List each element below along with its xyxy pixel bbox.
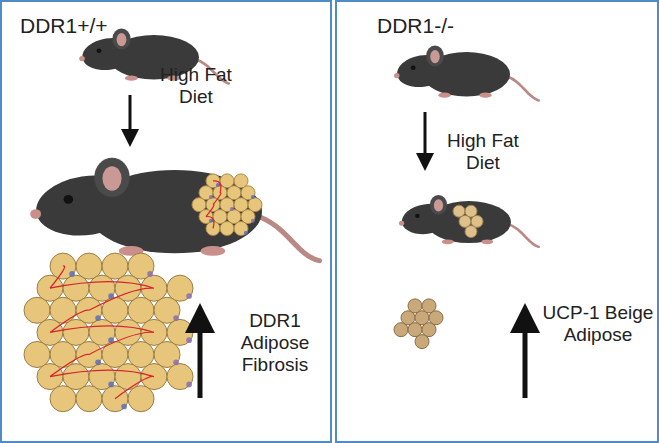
genotype-label: DDR1-/- xyxy=(377,14,507,38)
up-arrow xyxy=(198,318,203,398)
lean-mouse xyxy=(399,195,539,247)
outcome-label: DDR1 Adipose Fibrosis xyxy=(224,310,326,376)
adipose-tissue xyxy=(453,205,483,237)
down-arrow xyxy=(424,112,427,162)
genotype-label: DDR1+/+ xyxy=(20,14,150,38)
up-arrow xyxy=(523,318,528,398)
down-arrow xyxy=(129,95,132,138)
diet-label: High Fat Diet xyxy=(437,130,529,174)
adipose-tissue xyxy=(192,174,262,236)
adipose-tissue xyxy=(394,299,443,349)
outcome-label: UCP-1 Beige Adipose xyxy=(542,302,654,346)
diet-label: High Fat Diet xyxy=(150,64,242,108)
panel-box: DDR1+/+ High Fat DietDDR1 Adipose Fibrosi… xyxy=(0,0,332,443)
mouse xyxy=(394,45,539,100)
obese-mouse xyxy=(30,158,319,261)
panel-box: DDR1-/- High Fat DietUCP-1 Beige Adipose xyxy=(335,0,659,443)
adipose-tissue xyxy=(24,253,193,412)
